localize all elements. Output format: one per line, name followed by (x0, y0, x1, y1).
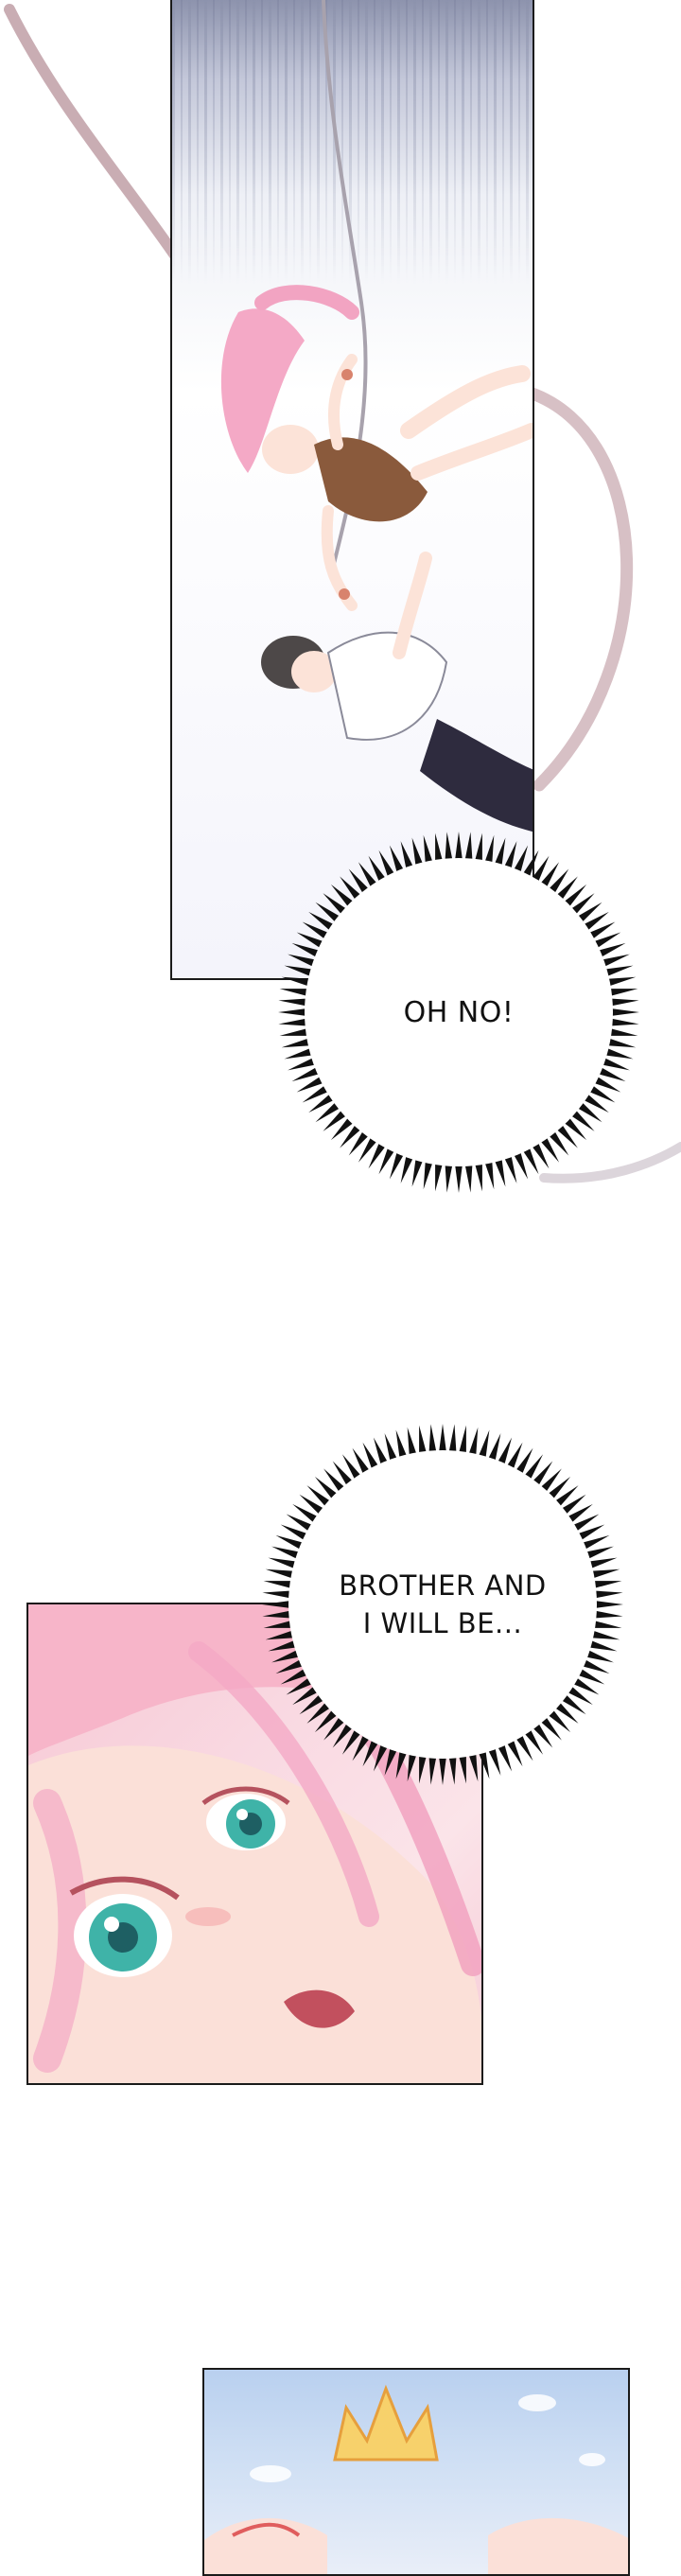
falling-characters-art (220, 0, 533, 832)
crown-icon (333, 2384, 439, 2462)
girl-closeup-art (28, 1604, 481, 2083)
sky-panel (202, 2368, 630, 2576)
burst-fill (288, 1450, 597, 1759)
speech-burst-oh-no: OH NO! (276, 830, 641, 1195)
speech-text: OH NO! (403, 995, 515, 1029)
speech-text: BROTHER AND I WILL BE... (339, 1569, 547, 1639)
burst-fill (305, 858, 613, 1166)
speech-burst-brother: BROTHER AND I WILL BE... (260, 1422, 625, 1787)
burst-outline (278, 832, 639, 1193)
burst-outline (262, 1424, 623, 1785)
sky-art (204, 2384, 628, 2574)
falling-panel (170, 0, 534, 980)
